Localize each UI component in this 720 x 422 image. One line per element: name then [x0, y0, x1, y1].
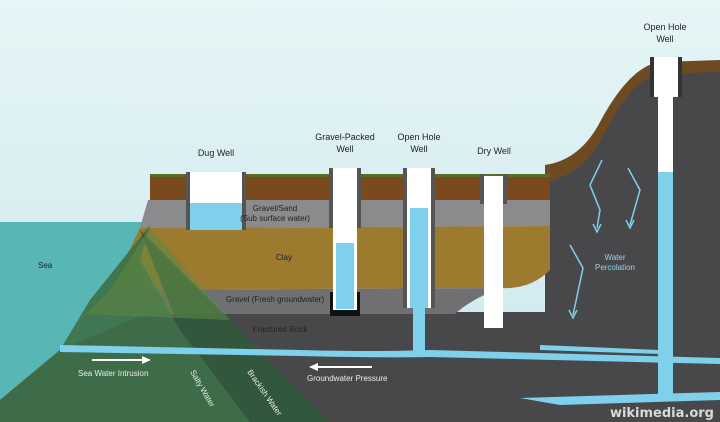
label-sea: Sea [38, 261, 53, 270]
groundwater-stream [60, 345, 720, 364]
dry-well [480, 174, 507, 328]
label-water-percolation-2: Percolation [595, 263, 635, 272]
label-sea-water-intrusion: Sea Water Intrusion [78, 369, 148, 378]
percolation-arrows [568, 159, 641, 320]
sea-water-intrusion-arrow [92, 356, 151, 364]
clay-layer [110, 226, 550, 290]
label-gravel-packed-well-1: Gravel-Packed [315, 132, 375, 142]
label-open-hole-well-2: Well [410, 144, 427, 154]
label-hill-well-2: Well [656, 34, 673, 44]
label-dug-well: Dug Well [198, 148, 234, 158]
salty-water-zone [0, 225, 250, 422]
label-clay: Clay [276, 253, 292, 262]
label-open-hole-well-1: Open Hole [397, 132, 440, 142]
label-groundwater-pressure: Groundwater Pressure [307, 374, 388, 383]
dug-well [186, 172, 246, 230]
label-water-percolation-1: Water [604, 253, 625, 262]
groundwater-pressure-arrow [309, 363, 372, 371]
open-hole-well [403, 168, 435, 354]
clay-green-tint [85, 228, 230, 320]
watermark: wikimedia.org [610, 406, 714, 421]
hill-open-hole-well [650, 57, 682, 397]
label-gravel-sand-2: (Sub surface water) [240, 214, 310, 223]
hill-topsoil [545, 60, 720, 182]
label-fractured-rock: Fractured Rock [253, 325, 309, 334]
gravel-packed-well [329, 168, 361, 316]
label-gravel-fresh: Gravel (Fresh groundwater) [226, 295, 325, 304]
label-gravel-packed-well-2: Well [336, 144, 353, 154]
upper-rock-stream [540, 345, 660, 354]
label-dry-well: Dry Well [477, 146, 511, 156]
label-hill-well-1: Open Hole [643, 22, 686, 32]
label-gravel-sand-1: Gravel/Sand [253, 204, 297, 213]
